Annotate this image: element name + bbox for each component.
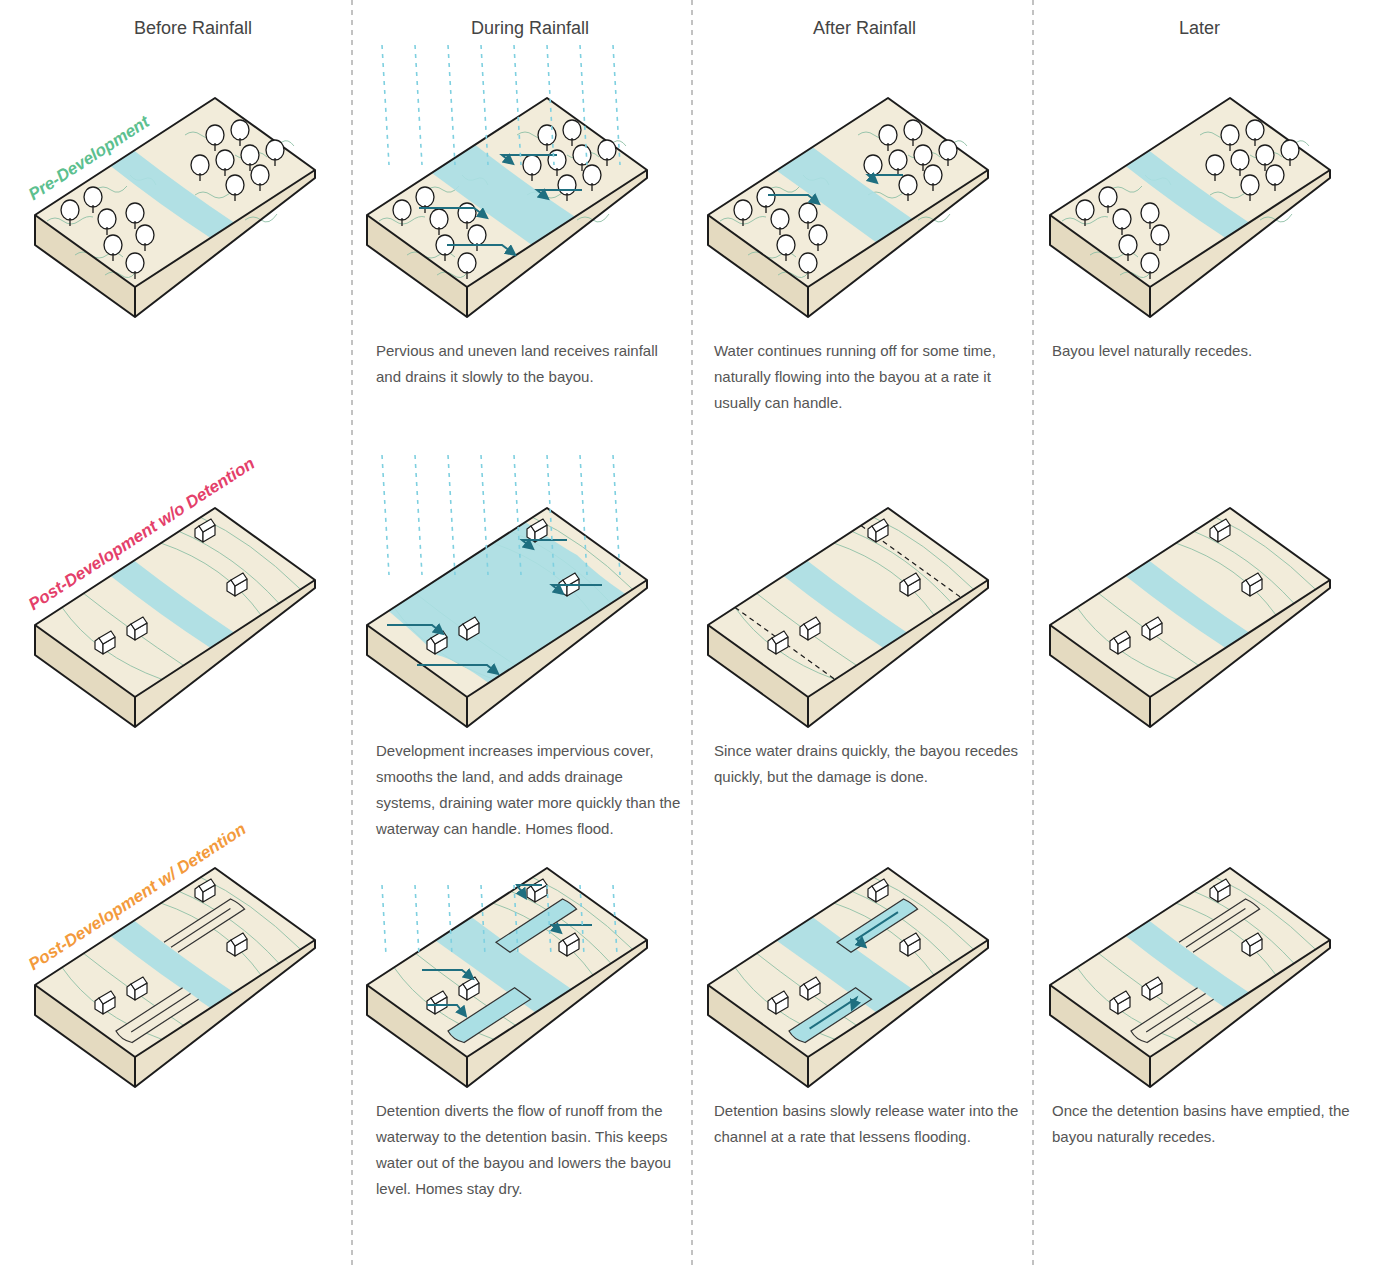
land-block [708, 98, 988, 317]
rain [382, 45, 620, 165]
caption: Water continues running off for some tim… [714, 338, 1020, 416]
land-block [367, 98, 647, 317]
land-block [367, 868, 647, 1087]
land-block [1050, 868, 1330, 1087]
caption: Once the detention basins have emptied, … [1052, 1098, 1358, 1150]
caption: Detention basins slowly release water in… [714, 1098, 1020, 1150]
rain [382, 885, 617, 955]
column-dividers [352, 0, 1033, 1268]
caption: Pervious and uneven land receives rainfa… [376, 338, 682, 390]
land-block [1050, 508, 1330, 727]
land-block [35, 868, 315, 1087]
land-block [708, 508, 988, 727]
caption: Since water drains quickly, the bayou re… [714, 738, 1020, 790]
land-block [367, 508, 647, 727]
land-block [1050, 98, 1330, 317]
land-block [35, 508, 315, 727]
caption: Development increases impervious cover, … [376, 738, 682, 842]
land-block [708, 868, 988, 1087]
caption: Bayou level naturally recedes. [1052, 338, 1358, 364]
column-header: After Rainfall [813, 16, 916, 40]
column-header: Later [1179, 16, 1220, 40]
column-header: During Rainfall [471, 16, 589, 40]
rain [382, 455, 620, 575]
caption: Detention diverts the flow of runoff fro… [376, 1098, 682, 1202]
land-block [35, 98, 315, 317]
column-header: Before Rainfall [134, 16, 252, 40]
